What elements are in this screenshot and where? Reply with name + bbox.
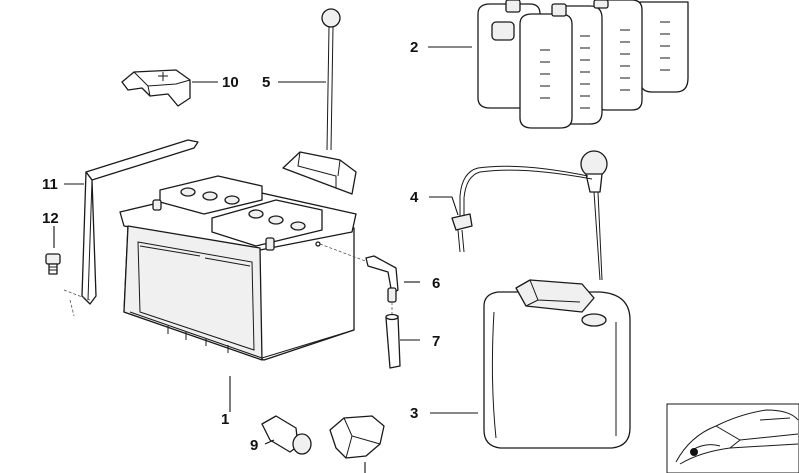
callout-3: 3 (410, 405, 418, 422)
vent-elbow (319, 243, 399, 316)
callout-5: 5 (262, 74, 270, 91)
callout-9: 9 (250, 437, 258, 454)
screw (45, 253, 61, 275)
callout-labels: 1 2 3 4 5 6 7 9 10 11 12 (42, 39, 440, 454)
callout-4: 4 (410, 189, 419, 206)
callout-7: 7 (432, 333, 440, 350)
battery-holder-rod (282, 8, 357, 195)
filling-device (451, 150, 608, 281)
plug (261, 415, 312, 455)
battery-location-marker (690, 448, 698, 456)
callout-10: 10 (222, 74, 239, 91)
water-canister (483, 279, 631, 449)
callout-11: 11 (42, 176, 58, 193)
vent-hose (385, 313, 401, 369)
leader-lines (53, 46, 478, 473)
callout-1: 1 (221, 411, 229, 428)
callout-2: 2 (410, 39, 418, 56)
battery (119, 175, 357, 361)
distilled-water-bottles (477, 0, 689, 129)
callout-12: 12 (42, 210, 59, 227)
tension-strap (63, 139, 199, 317)
callout-6: 6 (432, 275, 440, 292)
clip (329, 415, 385, 459)
vehicle-location-inset (666, 403, 799, 473)
terminal-cover (121, 69, 191, 107)
